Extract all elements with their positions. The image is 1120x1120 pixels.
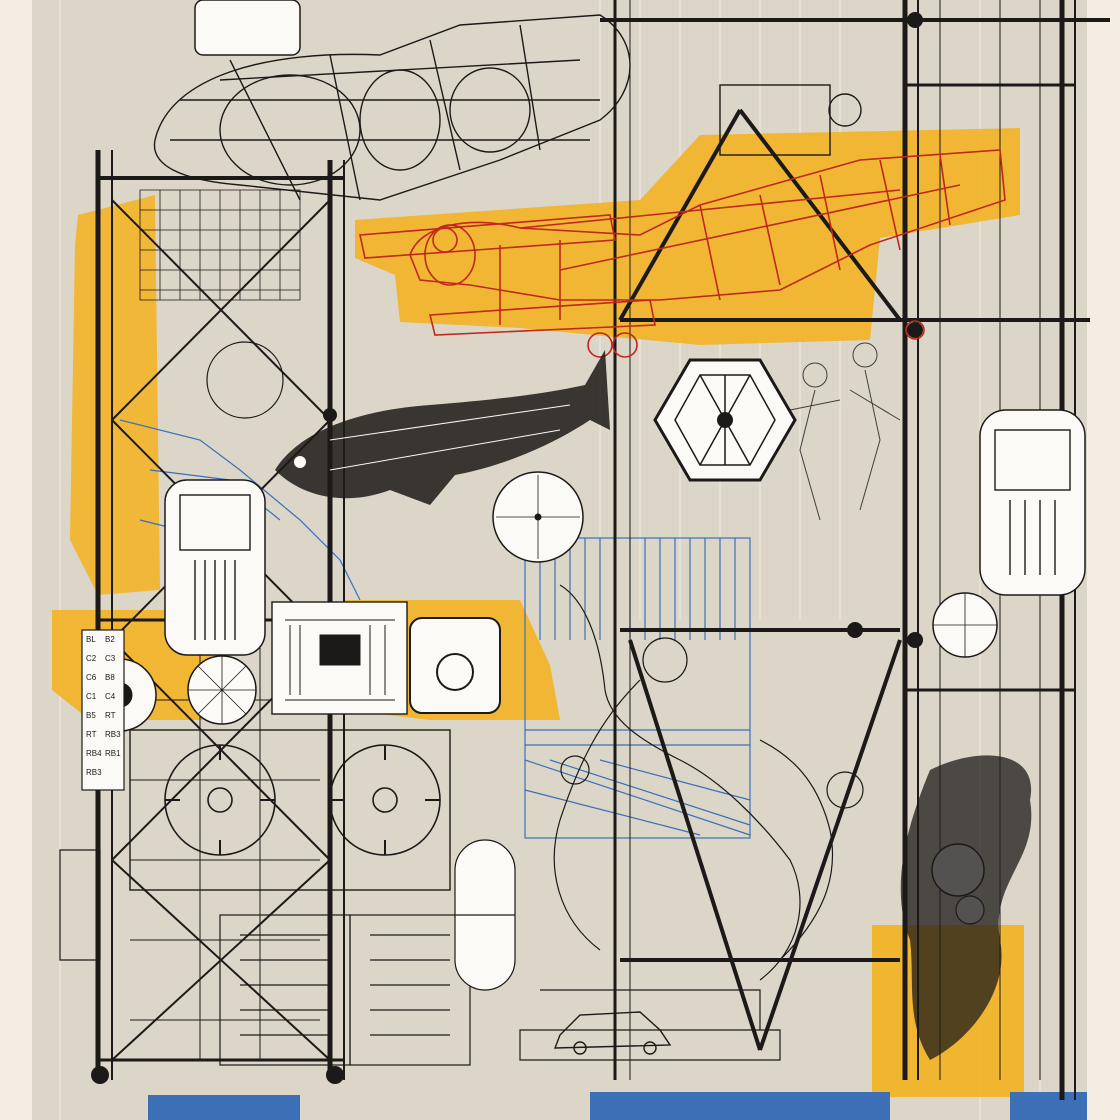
white-device-panels — [164, 0, 1086, 715]
ink-scribble-mass — [900, 755, 1032, 1060]
beam-joints — [91, 12, 923, 1084]
radio-panel — [409, 617, 501, 714]
capsule-shapes — [454, 839, 516, 991]
stencil-label: RB3 — [86, 768, 102, 777]
stencil-label: C3 — [105, 654, 116, 663]
lower-consoles — [59, 849, 471, 1066]
biplane — [359, 149, 1006, 358]
top-small-panel — [194, 0, 301, 56]
airship-frame — [153, 14, 862, 201]
classical-sculpture — [519, 584, 864, 1061]
stencil-label: RT — [86, 730, 97, 739]
stencil-label: RB3 — [105, 730, 121, 739]
stencil-label: BL — [86, 635, 96, 644]
orange-field-left-arm — [70, 195, 160, 595]
stencil-label: C6 — [86, 673, 97, 682]
cross-beams — [600, 18, 1110, 1051]
hexagon-node — [653, 358, 797, 482]
stencil-label: C2 — [86, 654, 97, 663]
stencil-label: C1 — [86, 692, 97, 701]
right-cassette-panel — [979, 409, 1086, 596]
car — [553, 1011, 672, 1055]
blue-floor-bar-left — [148, 1095, 300, 1120]
stencil-label: RB4 — [86, 749, 102, 758]
stencil-label: B2 — [105, 635, 115, 644]
blue-pipe-organ — [524, 537, 751, 839]
stencil-label: B5 — [86, 711, 96, 720]
stencil-label: B8 — [105, 673, 115, 682]
blue-floor-bar-right — [590, 1092, 890, 1120]
orange-field-plane — [355, 128, 1020, 345]
dancing-figures — [789, 342, 901, 521]
tape-reels — [129, 729, 451, 891]
stencil-label: RT — [105, 711, 116, 720]
stencil-label-column — [81, 629, 125, 791]
mesh-net — [139, 189, 301, 301]
stencil-label: RB1 — [105, 749, 121, 758]
stencil-label: C4 — [105, 692, 116, 701]
fish — [275, 350, 610, 505]
